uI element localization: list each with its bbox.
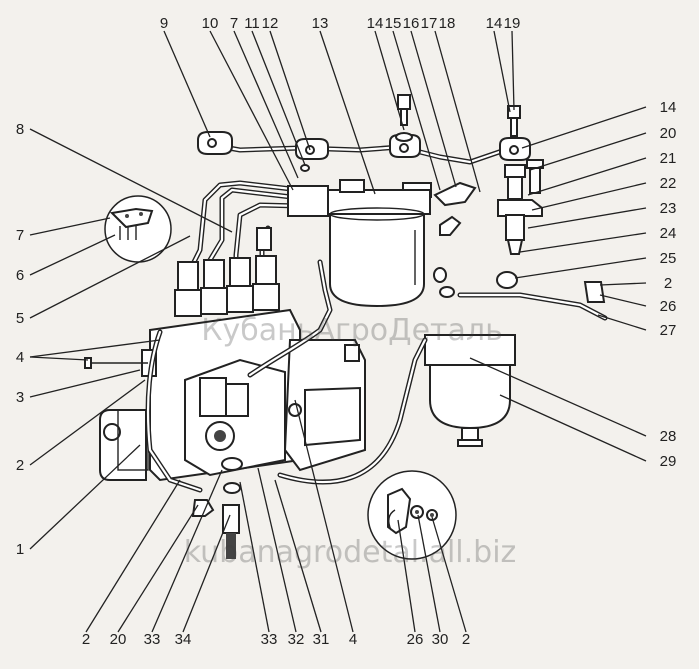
callout-r2: 2	[664, 275, 672, 292]
callout-r22: 22	[660, 175, 677, 192]
callout-16: 16	[403, 15, 420, 32]
callout-l2: 2	[16, 457, 24, 474]
callout-14: 14	[367, 15, 384, 32]
low-pressure-lines	[145, 259, 608, 493]
callout-b33b: 33	[261, 631, 278, 648]
callout-11: 11	[244, 15, 260, 32]
callout-l7: 7	[16, 227, 24, 244]
callout-r21: 21	[660, 150, 677, 167]
callout-r26: 26	[660, 298, 677, 315]
callout-l1: 1	[16, 541, 24, 558]
callout-14b: 14	[486, 15, 503, 32]
callout-17: 17	[421, 15, 438, 32]
fine-fuel-filter	[319, 179, 431, 308]
callout-13: 13	[312, 15, 329, 32]
callout-15: 15	[385, 15, 402, 32]
callouts-top: 9 10 7 11 12 13 14 15 16 17 18 14 19	[160, 15, 521, 32]
watermark-center: КубаньАгроДеталь	[201, 313, 503, 348]
callout-r25: 25	[660, 250, 677, 267]
callout-l3: 3	[16, 389, 24, 406]
callout-r27: 27	[660, 322, 677, 339]
callout-r20: 20	[660, 125, 677, 142]
coarse-fuel-filter	[424, 334, 516, 447]
callouts-right: 14 20 21 22 23 24 25 2 26 27 28 29	[660, 99, 677, 470]
callout-12: 12	[262, 15, 279, 32]
banjo-bolt-top	[395, 94, 413, 142]
callout-l5: 5	[16, 310, 24, 327]
injector-assembly	[497, 159, 544, 255]
callout-b31: 31	[313, 631, 330, 648]
return-fuel-rail	[197, 131, 531, 165]
watermark-bottom: kubanagrodetal.all.biz	[184, 535, 517, 570]
long-bolt	[84, 357, 148, 369]
leader-lines	[29, 30, 647, 633]
callout-b33: 33	[144, 631, 161, 648]
callout-r23: 23	[660, 200, 677, 217]
callouts-bottom: 2 20 33 34 33 32 31 4 26 30 2	[82, 631, 470, 648]
callout-b26: 26	[407, 631, 424, 648]
callout-b30: 30	[432, 631, 449, 648]
banjo-bolt-right	[507, 105, 521, 137]
loose-fittings	[191, 267, 518, 559]
callout-b34: 34	[175, 631, 192, 648]
callout-18: 18	[439, 15, 456, 32]
callout-l8: 8	[16, 121, 24, 138]
callout-l4: 4	[16, 349, 24, 366]
inset-detail-bracket	[367, 470, 457, 560]
callout-r29: 29	[660, 453, 677, 470]
callout-19: 19	[504, 15, 521, 32]
callout-r24: 24	[660, 225, 677, 242]
callout-b4: 4	[349, 631, 357, 648]
callout-r28: 28	[660, 428, 677, 445]
callout-r14: 14	[660, 99, 677, 116]
callout-7: 7	[230, 15, 238, 32]
callout-b32: 32	[288, 631, 305, 648]
callout-10: 10	[202, 15, 219, 32]
callout-b2: 2	[82, 631, 90, 648]
callout-l6: 6	[16, 267, 24, 284]
callout-9: 9	[160, 15, 168, 32]
callouts-left: 8 7 6 5 4 3 2 1	[16, 121, 24, 558]
inset-detail-clip	[104, 195, 172, 263]
washer-small-top	[300, 164, 310, 172]
callout-b20: 20	[110, 631, 127, 648]
injection-pump	[99, 255, 301, 482]
callout-b2b: 2	[462, 631, 470, 648]
feed-pump	[283, 339, 366, 472]
